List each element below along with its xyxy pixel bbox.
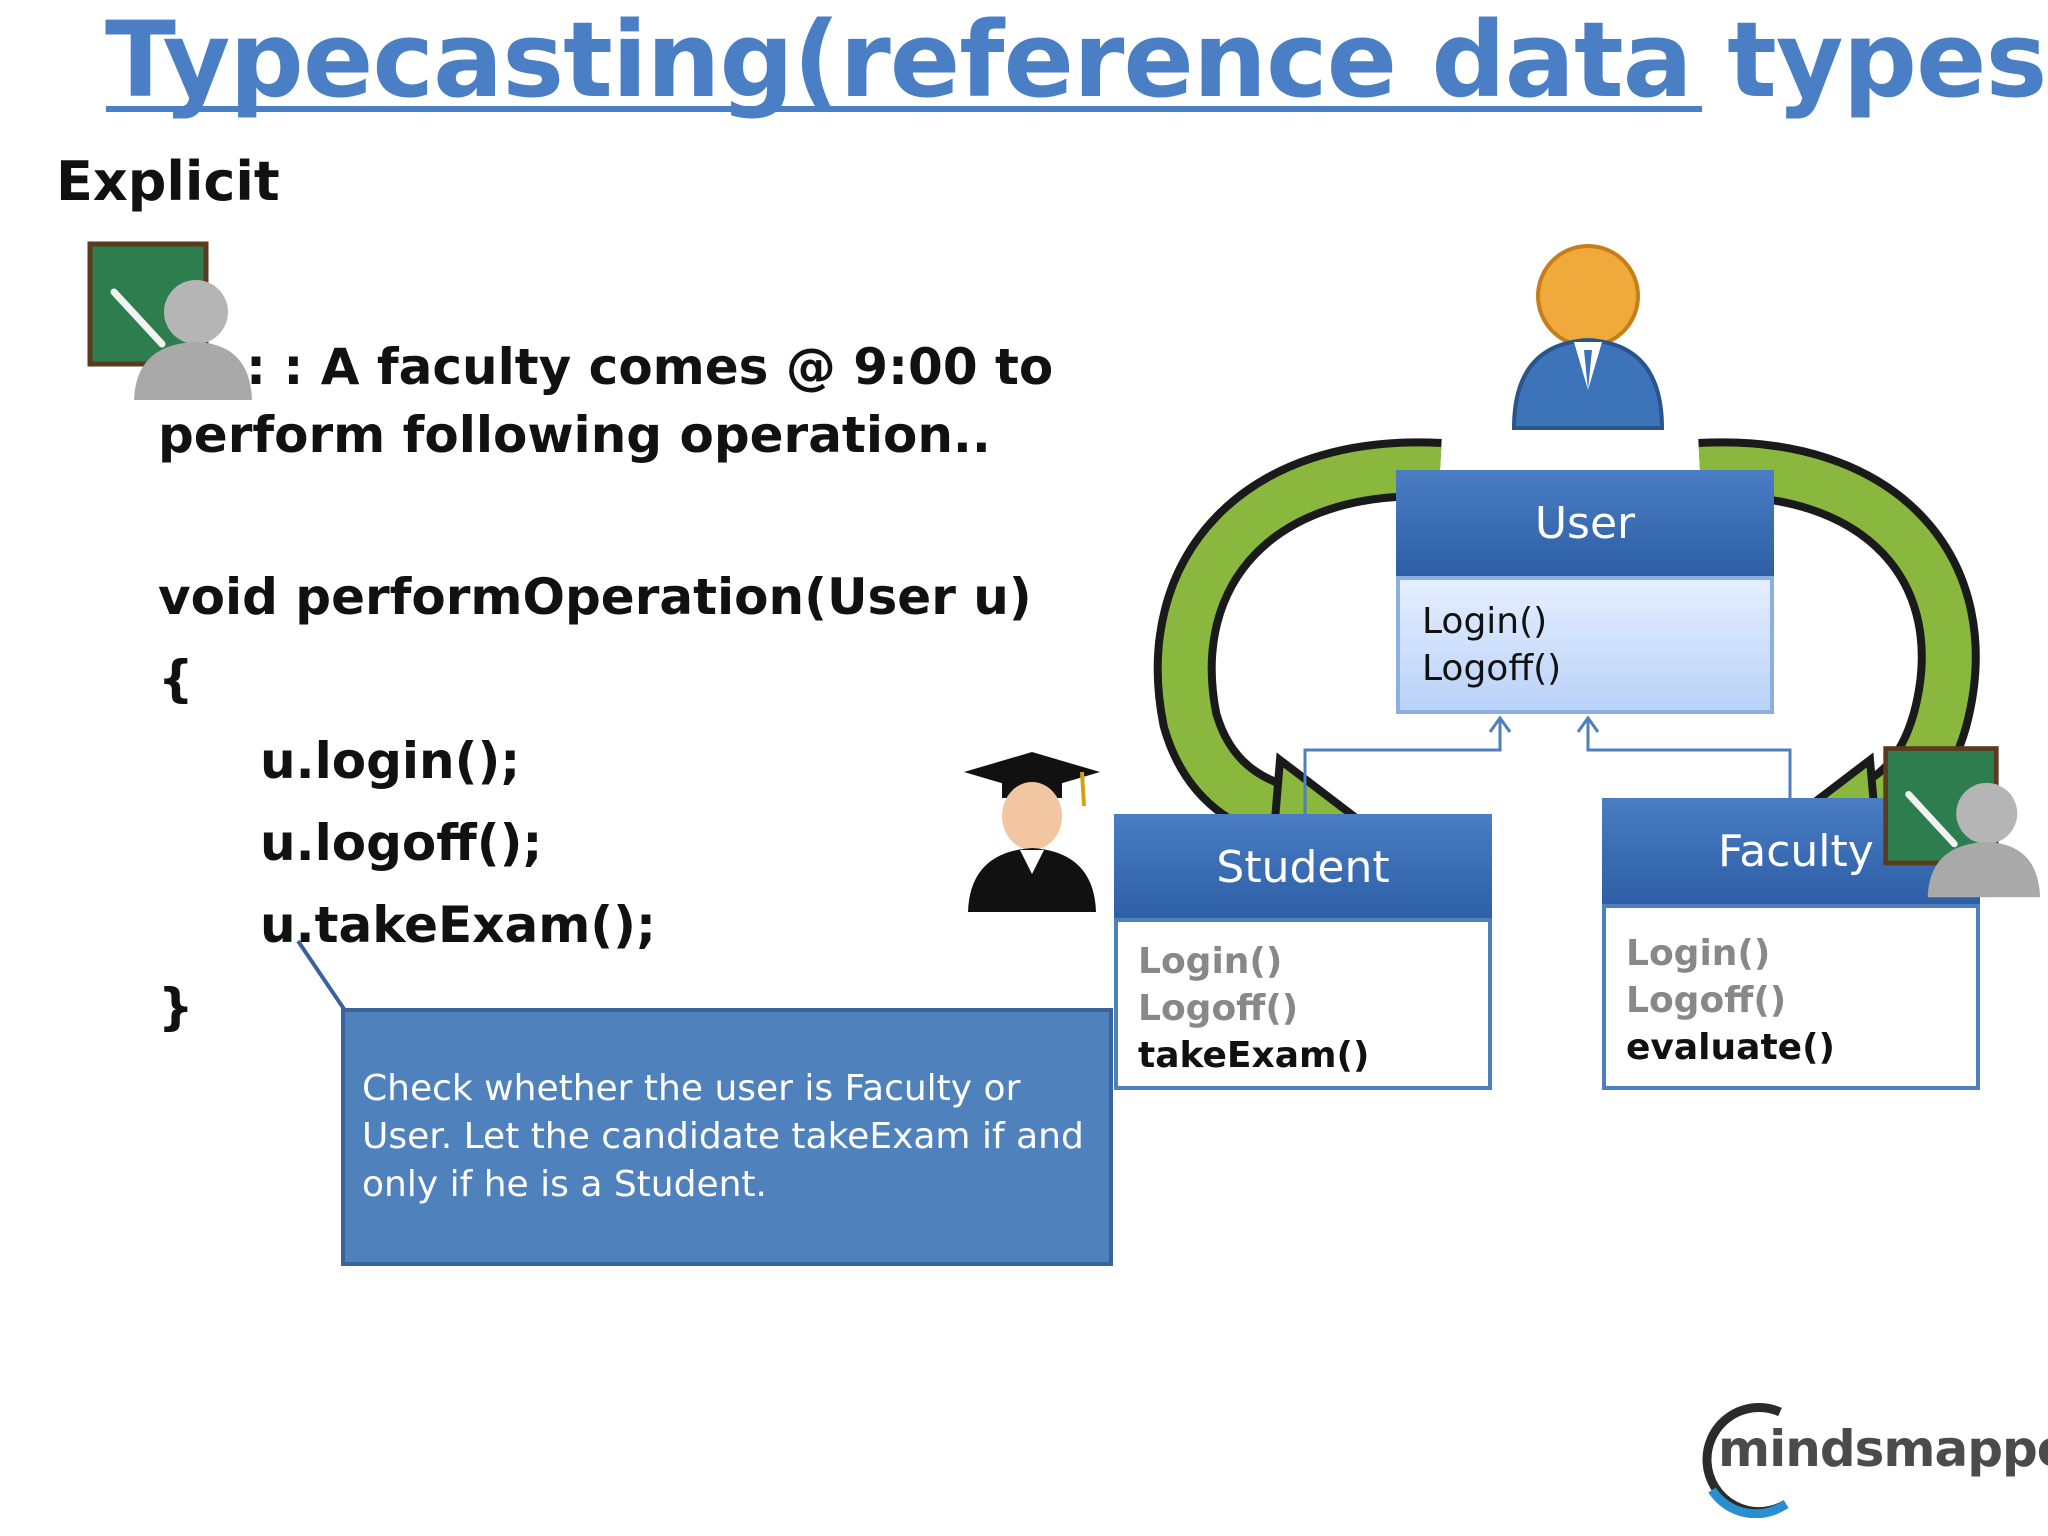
student-method-login: Login() — [1138, 941, 1283, 982]
faculty-method-logoff: Logoff() — [1626, 980, 1787, 1021]
callout-text: Check whether the user is Faculty or Use… — [362, 1068, 1084, 1205]
callout-box — [341, 1008, 1113, 1266]
code-line-login: u.login(); — [260, 732, 521, 790]
user-class-header: User — [1396, 470, 1774, 576]
user-method-login: Login() — [1422, 601, 1548, 642]
student-class-header: Student — [1114, 814, 1492, 920]
user-icon — [1511, 244, 1665, 430]
student-method-logoff: Logoff() — [1138, 988, 1299, 1029]
faculty-class-body: Login() Logoff() evaluate() — [1602, 904, 1980, 1090]
subtitle-explicit: Explicit — [56, 150, 280, 213]
code-close-brace: } — [158, 978, 194, 1036]
callout-pointer — [296, 939, 346, 1011]
code-signature: void performOperation(User u) — [158, 568, 1032, 626]
mindsmapped-logo — [1702, 1403, 1789, 1518]
code-line-logoff: u.logoff(); — [260, 814, 543, 872]
student-method-takeexam: takeExam() — [1138, 1035, 1370, 1076]
code-open-brace: { — [158, 650, 194, 708]
user-class-body: Login() Logoff() — [1396, 576, 1774, 714]
code-line-takeexam: u.takeExam(); — [260, 896, 656, 954]
intro-line-2: perform following operation.. — [158, 406, 991, 464]
intro-line-1: : : A faculty comes @ 9:00 to — [246, 338, 1054, 396]
user-method-logoff: Logoff() — [1422, 648, 1562, 689]
graduate-icon — [964, 752, 1100, 912]
title-underline — [106, 106, 1702, 112]
logo-text: mindsmapped — [1718, 1420, 2048, 1478]
slide-title: Typecasting(reference data types) — [105, 0, 2048, 121]
teacher-icon-faculty — [1883, 746, 2041, 898]
faculty-method-login: Login() — [1626, 933, 1771, 974]
faculty-method-evaluate: evaluate() — [1626, 1027, 1835, 1068]
student-class-body: Login() Logoff() takeExam() — [1114, 918, 1492, 1090]
teacher-icon — [87, 241, 252, 400]
